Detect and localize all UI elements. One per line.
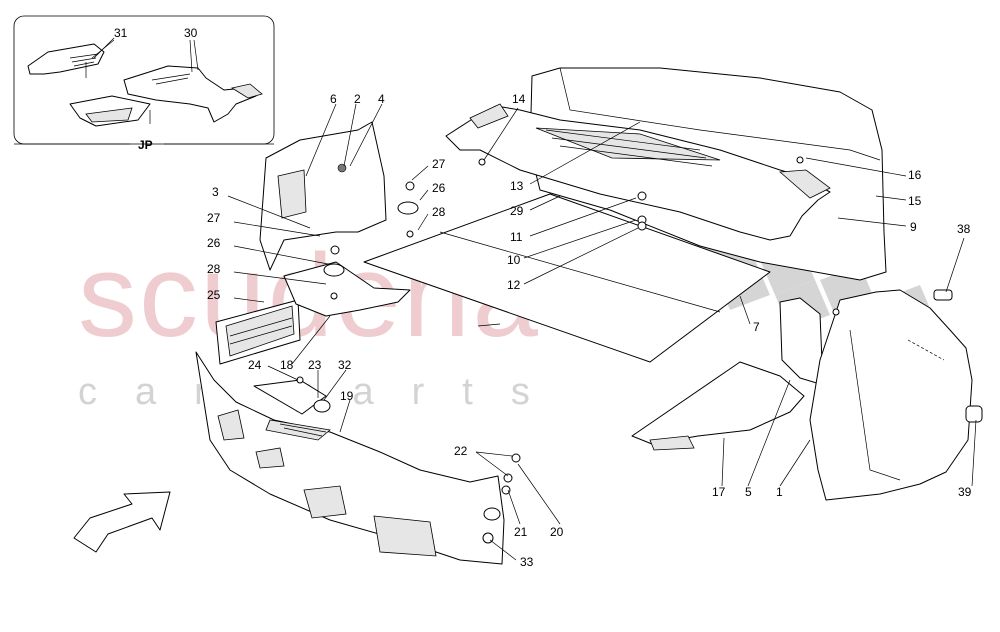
callout-16: 16 (908, 168, 922, 182)
right-side-trim (809, 289, 973, 501)
callout-10: 10 (507, 253, 521, 267)
callout-7: 7 (753, 320, 760, 334)
callout-28-lower: 28 (207, 262, 221, 276)
callout-11: 11 (510, 230, 523, 244)
side-access-cover (779, 297, 823, 385)
callout-13: 13 (510, 179, 524, 193)
callout-25: 25 (207, 288, 221, 302)
callout-21: 21 (514, 525, 528, 539)
callout-20: 20 (550, 525, 564, 539)
callout-38: 38 (957, 222, 971, 236)
inset-detail-jp (13, 15, 275, 145)
callout-27-upper: 27 (432, 157, 446, 171)
parcel-shelf-trim (445, 105, 831, 241)
lower-side-panel (631, 361, 805, 445)
callout-24: 24 (248, 358, 262, 372)
direction-arrow-icon (73, 491, 171, 553)
callout-12: 12 (507, 278, 521, 292)
callout-32: 32 (338, 358, 352, 372)
callout-39: 39 (958, 485, 972, 499)
callout-19: 19 (340, 389, 354, 403)
left-side-trim (259, 121, 387, 271)
jack-mount-plate (253, 379, 327, 415)
callout-23: 23 (308, 358, 322, 372)
callout-3: 3 (212, 185, 219, 199)
vent-grille (215, 299, 301, 365)
callout-26-upper: 26 (432, 181, 446, 195)
callout-1: 1 (776, 485, 783, 499)
callout-labels: 31 30 6 2 4 14 3 27 26 28 27 26 28 25 13… (114, 26, 972, 569)
callout-30: 30 (184, 26, 198, 40)
callout-9: 9 (910, 220, 917, 234)
luggage-floor-mat (363, 193, 771, 363)
rear-sill-panel (195, 351, 505, 565)
callout-27-lower: 27 (207, 211, 221, 225)
inset-label-jp: JP (138, 138, 153, 152)
support-bracket (283, 261, 411, 317)
callout-31: 31 (114, 26, 128, 40)
callout-22: 22 (454, 444, 468, 458)
callout-15: 15 (908, 194, 922, 208)
callout-29: 29 (510, 204, 524, 218)
callout-17: 17 (712, 485, 726, 499)
callout-33: 33 (520, 555, 534, 569)
fasteners (296, 156, 983, 544)
callout-28-upper: 28 (432, 205, 446, 219)
callout-18: 18 (280, 358, 294, 372)
callout-5: 5 (745, 485, 752, 499)
leader-lines (93, 37, 977, 561)
callout-2: 2 (354, 92, 361, 106)
callout-14: 14 (512, 92, 526, 106)
callout-4: 4 (378, 92, 385, 106)
callout-6: 6 (330, 92, 337, 106)
callout-26-lower: 26 (207, 236, 221, 250)
